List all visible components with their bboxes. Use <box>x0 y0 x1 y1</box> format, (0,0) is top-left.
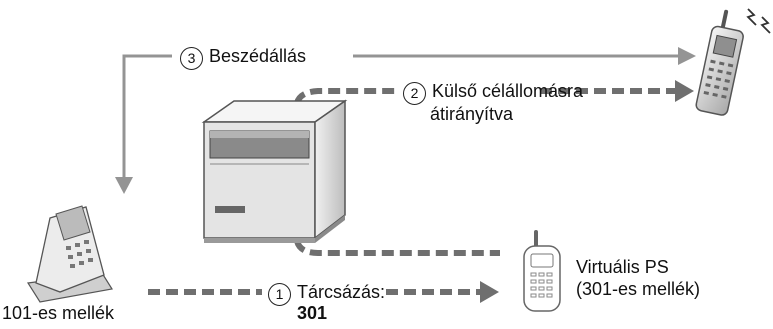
step1-label: 1 Tárcsázás: <box>268 282 385 306</box>
pbx-to-virtual-ps-dashed-line <box>294 240 500 256</box>
step1-dial-number: 301 <box>297 303 328 323</box>
step2-label: 2 Külső célállomásra <box>403 81 583 105</box>
step3-text: Beszédállás <box>209 46 307 66</box>
virtual-ps-label-line2: (301-es mellék) <box>576 279 701 299</box>
cellular-phone-icon <box>695 8 771 116</box>
dial-path-arrow <box>148 281 499 303</box>
step1-text: Tárcsázás: <box>297 282 386 302</box>
virtual-ps-label-line1: Virtuális PS <box>576 257 669 277</box>
step3-number: 3 <box>180 47 203 70</box>
talk-path-arrow <box>115 47 696 194</box>
desk-phone-icon <box>26 205 113 303</box>
step2-text-line1: Külső célállomásra <box>432 81 584 101</box>
step2-text-line2: átirányítva <box>430 104 514 124</box>
step2-number: 2 <box>403 82 426 105</box>
extension-101-label: 101-es mellék <box>2 303 115 323</box>
virtual-ps-handset-icon <box>523 230 561 312</box>
step1-number: 1 <box>268 283 291 306</box>
step3-label: 3 Beszédállás <box>180 46 306 70</box>
pbx-unit-icon <box>201 99 348 243</box>
